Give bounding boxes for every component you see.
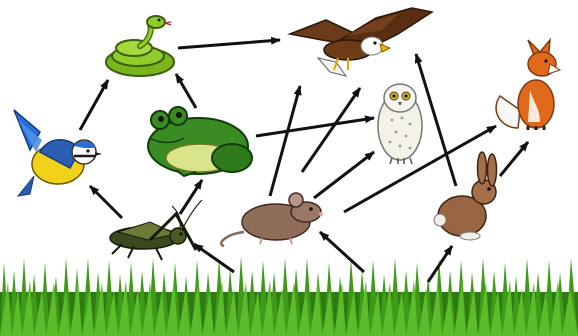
arrow-frog-to-eagle xyxy=(302,88,360,172)
mouse-icon xyxy=(221,193,323,246)
arrow-frog-to-owl xyxy=(256,118,374,136)
fox-icon xyxy=(496,40,560,130)
snake-icon xyxy=(106,16,174,76)
rabbit-icon xyxy=(434,152,497,240)
arrow-grasshopper-to-frog xyxy=(180,180,202,214)
arrow-grass-to-mouse xyxy=(320,232,364,272)
eagle-icon xyxy=(290,8,432,76)
arrow-bird-to-snake xyxy=(80,80,108,130)
arrow-grasshopper-to-bird xyxy=(90,186,122,218)
frog-icon xyxy=(148,107,252,176)
arrow-snake-to-eagle xyxy=(178,40,280,48)
owl-icon xyxy=(378,84,422,164)
grass-icon xyxy=(0,256,578,336)
arrow-mouse-to-owl xyxy=(314,152,374,198)
arrow-grass-to-grasshopper xyxy=(194,244,234,272)
arrow-rabbit-to-fox xyxy=(500,142,528,176)
arrow-frog-to-snake xyxy=(176,74,196,108)
grasshopper-icon xyxy=(110,200,202,260)
bluetit-icon xyxy=(14,110,102,196)
arrow-mouse-to-eagle xyxy=(270,86,300,196)
